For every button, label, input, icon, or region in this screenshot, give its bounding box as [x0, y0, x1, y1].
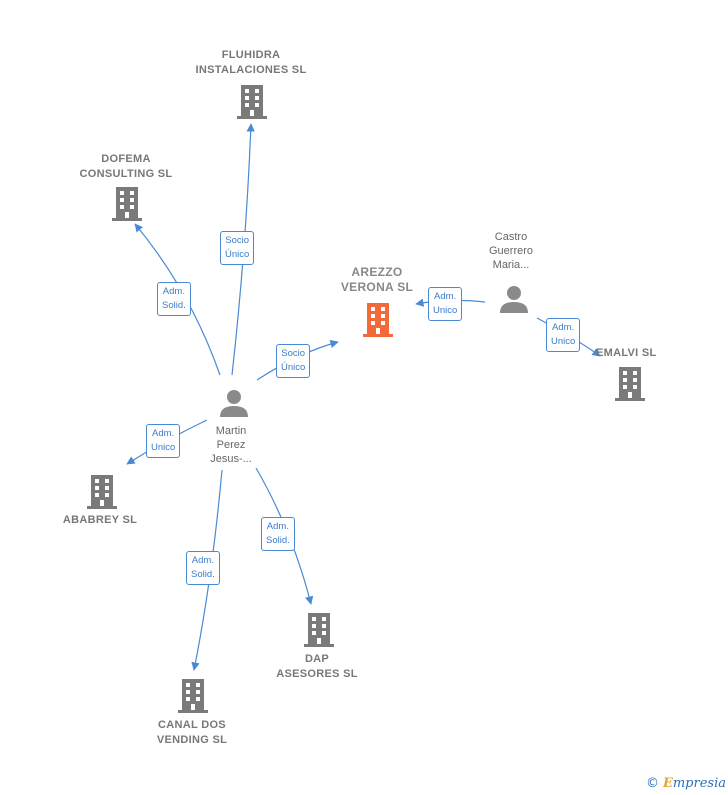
- badge-text-line1: Adm.: [552, 322, 575, 333]
- badge-text-line2: Unico: [433, 305, 458, 316]
- badge-text-line2: Solid.: [191, 569, 215, 580]
- building-icon[interactable]: [236, 84, 268, 120]
- copyright-icon: ©: [645, 776, 659, 791]
- person-icon[interactable]: [498, 284, 530, 314]
- building-icon[interactable]: [111, 186, 143, 222]
- edge-badge-martin-canal[interactable]: Adm. Solid.: [186, 551, 220, 585]
- arezzo-name-line1: AREZZO: [351, 265, 403, 279]
- dap-name-line2: ASESORES SL: [276, 668, 358, 680]
- node-castro-label[interactable]: Castro Guerrero Maria...: [476, 230, 546, 272]
- castro-name-line3: Maria...: [492, 259, 530, 271]
- node-arezzo-label[interactable]: AREZZO VERONA SL: [322, 265, 432, 295]
- badge-text-line2: Único: [281, 362, 306, 373]
- martin-name-line1: Martin: [215, 425, 247, 437]
- dap-name-line1: DAP: [304, 653, 330, 665]
- badge-text-line1: Adm.: [191, 555, 214, 566]
- badge-text-line1: Adm.: [266, 521, 289, 532]
- node-canal-label[interactable]: CANAL DOS VENDING SL: [136, 718, 248, 748]
- brand-initial: E: [662, 776, 673, 791]
- ababrey-name-line1: ABABREY SL: [62, 514, 138, 526]
- edge-badge-martin-arezzo[interactable]: Socio Único: [276, 344, 311, 378]
- badge-text-line1: Socio: [281, 348, 306, 359]
- badge-text-line1: Adm.: [162, 286, 185, 297]
- edge-badge-castro-emalvi[interactable]: Adm. Unico: [546, 318, 581, 352]
- arezzo-name-line2: VERONA SL: [340, 280, 414, 294]
- edge-badge-martin-fluhidra[interactable]: Socio Único: [220, 231, 255, 265]
- building-icon[interactable]: [86, 474, 118, 510]
- badge-text-line1: Adm.: [152, 428, 175, 439]
- empresia-watermark[interactable]: ©Empresia: [646, 776, 726, 791]
- badge-text-line2: Solid.: [266, 535, 290, 546]
- fluhidra-name-line2: INSTALACIONES SL: [195, 64, 307, 76]
- martin-name-line2: Perez: [216, 439, 246, 451]
- canal-name-line1: CANAL DOS: [158, 719, 226, 731]
- node-emalvi-label[interactable]: EMALVI SL: [596, 346, 662, 361]
- badge-text-line2: Unico: [551, 336, 576, 347]
- building-icon[interactable]: [177, 678, 209, 714]
- building-icon[interactable]: [362, 302, 394, 338]
- badge-text-line1: Socio: [225, 235, 250, 246]
- fluhidra-name-line1: FLUHIDRA: [221, 49, 281, 61]
- node-martin-label[interactable]: Martin Perez Jesus-...: [196, 424, 266, 466]
- node-dap-label[interactable]: DAP ASESORES SL: [262, 652, 372, 682]
- node-ababrey-label[interactable]: ABABREY SL: [50, 513, 150, 528]
- dofema-name-line2: CONSULTING SL: [79, 168, 173, 180]
- building-icon[interactable]: [303, 612, 335, 648]
- brand-name: mpresia: [672, 776, 726, 791]
- castro-name-line2: Guerrero: [488, 245, 534, 257]
- building-icon[interactable]: [614, 366, 646, 402]
- badge-text-line2: Solid.: [162, 300, 186, 311]
- emalvi-name-line1: EMALVI SL: [596, 347, 657, 359]
- castro-name-line1: Castro: [494, 231, 528, 243]
- canal-name-line2: VENDING SL: [156, 734, 228, 746]
- person-icon[interactable]: [218, 388, 250, 418]
- edge-badge-martin-dap[interactable]: Adm. Solid.: [261, 517, 295, 551]
- badge-text-line2: Único: [225, 249, 250, 260]
- badge-text-line1: Adm.: [434, 291, 457, 302]
- dofema-name-line1: DOFEMA: [101, 153, 151, 165]
- badge-text-line2: Unico: [151, 442, 176, 453]
- martin-name-line3: Jesus-...: [210, 453, 252, 465]
- node-dofema-label[interactable]: DOFEMA CONSULTING SL: [66, 152, 186, 182]
- node-fluhidra-label[interactable]: FLUHIDRA INSTALACIONES SL: [186, 48, 316, 78]
- edge-badge-martin-ababrey[interactable]: Adm. Unico: [146, 424, 181, 458]
- edge-badge-martin-dofema[interactable]: Adm. Solid.: [157, 282, 191, 316]
- edge-badge-castro-arezzo[interactable]: Adm. Unico: [428, 287, 463, 321]
